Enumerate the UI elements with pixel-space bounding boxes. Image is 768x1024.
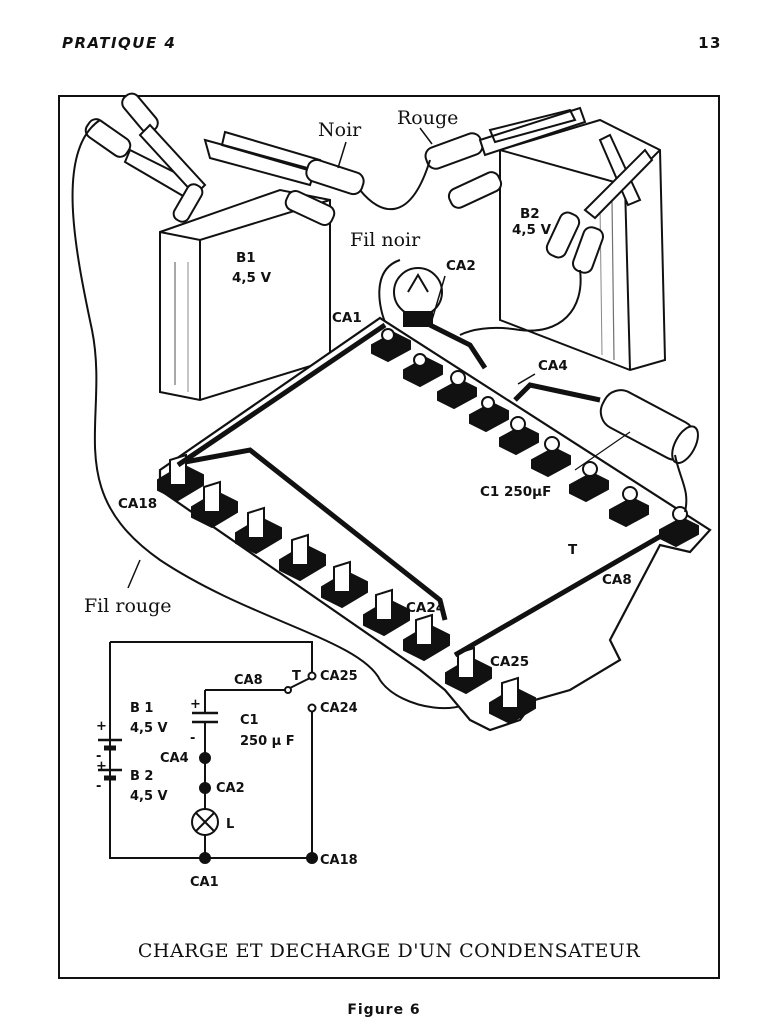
b2-wire (459, 269, 582, 336)
label-b1: B1 (236, 250, 256, 266)
crocodile-clip-b1-right (203, 130, 365, 226)
label-c1: C1 250µF (480, 484, 551, 500)
sch-minus-b1: - (96, 749, 101, 764)
red-wire (71, 119, 481, 710)
sch-label-ca1: CA1 (190, 875, 219, 890)
label-rouge: Rouge (397, 107, 458, 129)
sch-label-b1-voltage: 4,5 V (130, 721, 168, 736)
crocodile-clip-b2-top (424, 106, 587, 209)
wires (71, 119, 582, 710)
sch-label-ca4: CA4 (160, 751, 189, 766)
sch-label-ca24: CA24 (320, 701, 358, 716)
sch-plus-b2: + (96, 759, 107, 774)
label-ca8: CA8 (602, 572, 632, 588)
sch-label-b1: B 1 (130, 701, 153, 716)
label-b1-voltage: 4,5 V (232, 270, 272, 286)
running-header-title: PRATIQUE 4 (62, 34, 177, 52)
sch-label-c1: C1 (240, 713, 259, 728)
label-noir: Noir (318, 119, 362, 141)
sch-cap-minus: - (190, 731, 195, 746)
crocodile-clip-b2-right (545, 133, 654, 274)
bulb-l (393, 267, 443, 327)
label-ca1: CA1 (332, 310, 362, 326)
label-arrows (127, 127, 536, 589)
label-b2-voltage: 4,5 V (512, 222, 552, 238)
terminal-row-front (157, 453, 536, 725)
label-ca4: CA4 (538, 358, 568, 374)
figure-label: Figure 6 (347, 1002, 421, 1018)
circuit-schematic (98, 641, 318, 864)
sch-label-ca18: CA18 (320, 853, 358, 868)
sch-plus-b1: + (96, 719, 107, 734)
page-number: 13 (698, 34, 722, 52)
figure-frame (58, 95, 720, 979)
label-b2: B2 (520, 206, 540, 222)
sch-label-t: T (292, 669, 301, 684)
label-fil-noir: Fil noir (350, 229, 421, 251)
terminal-row-back (371, 328, 699, 548)
black-fil-wire (378, 259, 401, 323)
battery-b1 (159, 188, 331, 402)
label-ca25: CA25 (490, 654, 529, 670)
sch-label-b2: B 2 (130, 769, 153, 784)
sch-label-ca8: CA8 (234, 673, 263, 688)
board-wires (176, 322, 682, 658)
label-ca24: CA24 (406, 600, 445, 616)
sch-label-ca2: CA2 (216, 781, 245, 796)
sch-cap-plus: + (190, 697, 201, 712)
sch-label-ca25: CA25 (320, 669, 358, 684)
sch-minus-b2: - (96, 779, 101, 794)
sch-label-l: L (226, 817, 234, 832)
black-wire (359, 159, 431, 211)
label-fil-rouge: Fil rouge (84, 595, 172, 617)
capacitor-c1 (574, 389, 699, 513)
label-t: T (568, 542, 578, 558)
crocodile-clip-b1-left (84, 92, 207, 223)
figure-caption: CHARGE ET DECHARGE D'UN CONDENSATEUR (137, 940, 641, 962)
sch-label-b2-voltage: 4,5 V (130, 789, 168, 804)
sch-label-c1-value: 250 µ F (240, 734, 295, 749)
label-ca18: CA18 (118, 496, 157, 512)
label-ca2: CA2 (446, 258, 476, 274)
